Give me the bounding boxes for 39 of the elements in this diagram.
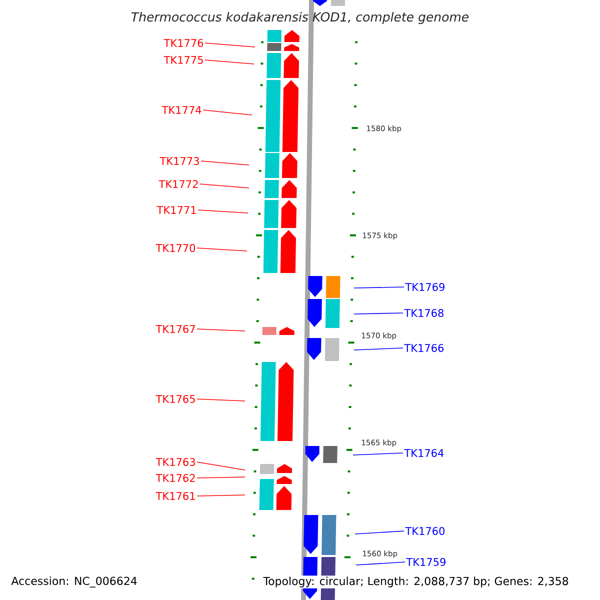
leader-line: [354, 348, 404, 350]
gene-label: TK1773: [160, 157, 199, 165]
leader-line: [352, 452, 404, 456]
leader-line: [354, 286, 404, 288]
leader-line: [196, 398, 246, 402]
leader-line: [196, 248, 248, 252]
leader-line: [202, 110, 252, 116]
leader-line: [196, 476, 246, 478]
title: Thermococcus kodakarensis KOD1, complete genome: [131, 12, 469, 24]
footer-text: Topology: circular; Length: 2,088,737 bp; Genes: 2,358: [262, 576, 570, 588]
leader-line: [354, 530, 404, 534]
gene-label: TK1766: [404, 344, 444, 352]
gene-label: TK1759: [406, 558, 446, 566]
gene-label: TK1770: [156, 244, 196, 252]
gene-label: TK1771: [156, 206, 196, 214]
leader-line: [204, 60, 254, 64]
gene-label: TK1768: [404, 309, 444, 317]
gene-label: TK1776: [164, 39, 204, 47]
leader-line: [200, 184, 250, 188]
footer-text: Accession: NC_006624: [10, 576, 138, 588]
leader-line: [204, 42, 256, 48]
gene-label: TK1774: [162, 106, 202, 114]
gene-label: TK1769: [405, 283, 444, 291]
gene-label: TK1772: [158, 180, 198, 188]
leader-line: [356, 562, 406, 566]
leader-line: [200, 160, 250, 166]
gene-label: TK1760: [405, 527, 445, 535]
leader-line: [196, 494, 246, 496]
leader-line: [198, 210, 248, 214]
gene-label: TK1765: [156, 395, 195, 403]
leader-line: [196, 462, 246, 470]
gene-label: TK1775: [164, 56, 203, 64]
gene-label: TK1761: [156, 492, 195, 500]
gene-label: TK1762: [156, 474, 195, 482]
leader-line: [196, 328, 246, 332]
gene-label: TK1763: [156, 458, 195, 466]
leader-line: [354, 312, 404, 314]
gene-label: TK1767: [156, 325, 195, 333]
gene-label: TK1764: [404, 449, 444, 457]
